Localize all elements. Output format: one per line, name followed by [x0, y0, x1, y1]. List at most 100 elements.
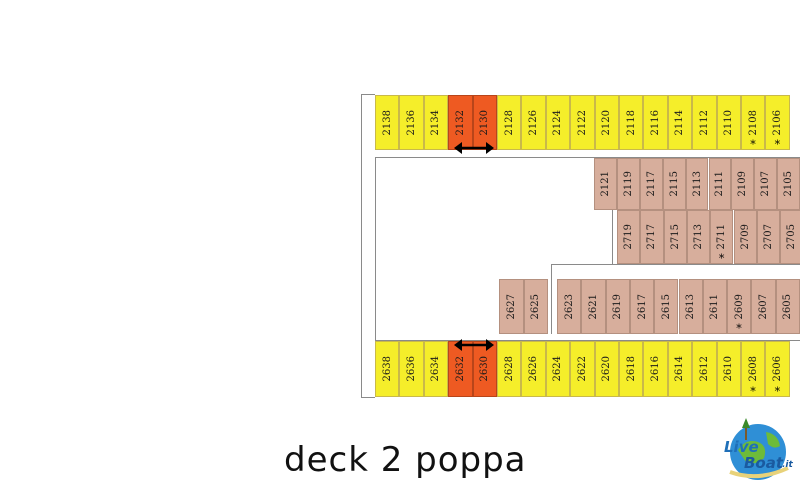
cabin-2107: 2107 [754, 158, 778, 210]
cabin-2625: 2625 [523, 279, 548, 334]
cabin-2106: 2106 [765, 95, 790, 150]
cabin-2114: 2114 [667, 95, 693, 150]
cabin-2119: 2119 [616, 158, 640, 210]
cabin-2609: 2609 [727, 279, 752, 334]
cabin-number: 2108 [747, 109, 759, 136]
cabin-2613: 2613 [678, 279, 703, 334]
cabin-number: 2627 [505, 293, 517, 320]
cabin-2614: 2614 [667, 341, 693, 397]
cabin-2117: 2117 [639, 158, 663, 210]
cabin-2113: 2113 [685, 158, 709, 210]
cabin-number: 2124 [552, 109, 564, 136]
corridor-line-top [375, 157, 800, 158]
cabin-2608: 2608 [741, 341, 766, 397]
star-marker: * [774, 385, 781, 398]
cabin-2713: 2713 [686, 210, 711, 264]
cabin-number: 2110 [723, 109, 735, 136]
cabin-2623: 2623 [557, 279, 582, 334]
cabin-number: 2130 [479, 109, 491, 136]
cabin-2109: 2109 [731, 158, 755, 210]
cabin-2638: 2638 [375, 341, 400, 397]
cabin-number: 2605 [782, 293, 794, 320]
cabin-number: 2618 [625, 356, 637, 382]
cabin-number: 2612 [698, 356, 710, 382]
cabin-number: 2717 [646, 224, 658, 250]
cabin-number: 2134 [430, 109, 442, 136]
star-marker: * [736, 322, 742, 335]
cabin-number: 2617 [636, 293, 648, 320]
cabin-2715: 2715 [663, 210, 687, 264]
cabin-number: 2105 [783, 171, 795, 197]
cabin-number: 2719 [623, 224, 635, 250]
cabin-2624: 2624 [545, 341, 571, 397]
cabin-2122: 2122 [570, 95, 595, 150]
stair-line-h [551, 264, 800, 265]
cabin-number: 2623 [563, 293, 575, 320]
inner-block-line [612, 210, 613, 264]
connecting-door-arrow-bottom [454, 339, 494, 351]
stair-line-v [551, 264, 552, 334]
cabin-2630: 2630 [472, 341, 497, 397]
cabin-number: 2609 [733, 293, 745, 320]
cabin-number: 2636 [406, 356, 418, 382]
star-marker: * [774, 138, 781, 151]
cabin-2128: 2128 [497, 95, 522, 150]
cabin-2115: 2115 [662, 158, 686, 210]
cabin-2711: 2711 [710, 210, 734, 264]
cabin-number: 2118 [625, 109, 637, 136]
cabin-number: 2624 [552, 356, 564, 382]
cabin-number: 2112 [698, 109, 710, 136]
cabin-number: 2132 [454, 109, 466, 136]
cabin-2136: 2136 [399, 95, 424, 150]
cabin-number: 2638 [381, 356, 393, 382]
cabin-2626: 2626 [521, 341, 546, 397]
cabin-2105: 2105 [777, 158, 800, 210]
cabin-2628: 2628 [497, 341, 522, 397]
cabin-number: 2632 [454, 356, 466, 382]
cabin-number: 2620 [601, 356, 613, 382]
cabin-2619: 2619 [605, 279, 630, 334]
cabin-2605: 2605 [775, 279, 800, 334]
cabin-number: 2713 [693, 224, 705, 250]
cabin-2620: 2620 [594, 341, 619, 397]
cabin-number: 2619 [612, 293, 624, 320]
cabin-number: 2705 [786, 224, 798, 250]
cabin-number: 2608 [747, 356, 759, 382]
cabin-2111: 2111 [708, 158, 732, 210]
cabin-2118: 2118 [619, 95, 644, 150]
cabin-number: 2117 [645, 171, 657, 197]
cabin-2116: 2116 [643, 95, 668, 150]
cabin-number: 2106 [772, 109, 784, 136]
hull-top-wall [361, 94, 375, 95]
cabin-2611: 2611 [702, 279, 728, 334]
cabin-number: 2709 [739, 224, 751, 250]
connecting-door-arrow-top [454, 142, 494, 154]
cabin-2632: 2632 [448, 341, 473, 397]
cabin-2636: 2636 [399, 341, 424, 397]
cabin-2612: 2612 [692, 341, 717, 397]
cabin-number: 2107 [760, 171, 772, 197]
cabin-number: 2606 [772, 356, 784, 382]
cabin-number: 2615 [660, 293, 672, 320]
cabin-number: 2136 [406, 109, 418, 136]
cabin-2130: 2130 [472, 95, 497, 150]
cabin-number: 2614 [674, 356, 686, 382]
liveboat-logo: Live Boat .it [716, 410, 800, 486]
cabin-2610: 2610 [716, 341, 741, 397]
hull-bottom-wall [361, 397, 375, 398]
cabin-number: 2115 [668, 171, 680, 197]
cabin-number: 2116 [650, 109, 662, 136]
cabin-number: 2119 [622, 171, 634, 197]
cabin-2707: 2707 [756, 210, 781, 264]
corridor-line-bottom [375, 340, 800, 341]
cabin-number: 2128 [503, 109, 515, 136]
cabin-number: 2607 [758, 293, 770, 320]
cabin-number: 2630 [479, 356, 491, 382]
cabin-2124: 2124 [545, 95, 571, 150]
cabin-number: 2626 [528, 356, 540, 382]
cabin-2110: 2110 [716, 95, 741, 150]
cabin-2717: 2717 [640, 210, 664, 264]
cabin-2617: 2617 [629, 279, 655, 334]
logo-word-live: Live [724, 438, 759, 456]
